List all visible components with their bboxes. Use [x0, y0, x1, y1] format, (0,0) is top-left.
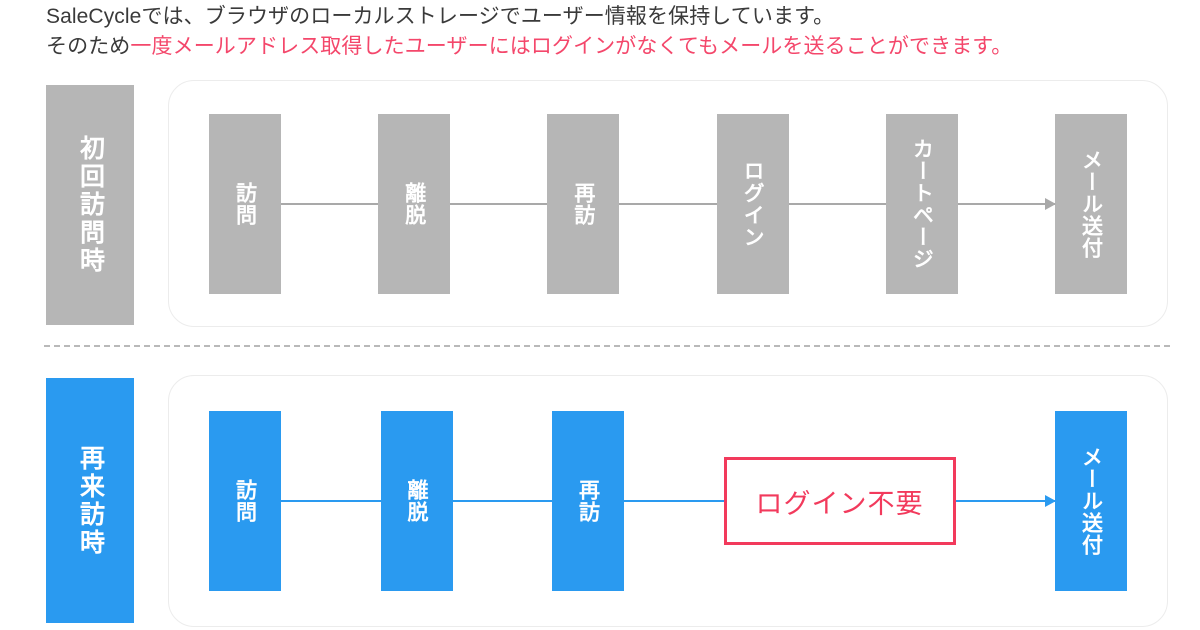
connector-line: [955, 500, 1055, 502]
connector-line: [452, 500, 552, 502]
callout-no-login-required-text: ログイン不要: [755, 488, 924, 519]
flow-steps-return-visit: 訪問 離脱 再訪 ログイン不要 メール送付: [209, 411, 1127, 591]
connector-revisit-to-callout: [624, 500, 724, 502]
connector-exit-to-revisit-return: [452, 500, 552, 502]
connector-line: [281, 500, 381, 502]
section-divider: [44, 345, 1170, 347]
row-label-first-visit-text: 初回訪問時: [76, 135, 105, 275]
connector-line: [624, 500, 724, 502]
header-line-1-text: SaleCycleでは、ブラウザのローカルストレージでユーザー情報を保持していま…: [46, 5, 835, 28]
connector-line: [619, 202, 717, 205]
connector-line: [281, 202, 379, 205]
connector-line: [450, 202, 548, 205]
step-box-cart-page: カートページ: [885, 113, 958, 294]
step-label-cart-page: カートページ: [910, 137, 934, 270]
step-label-visit: 訪問: [233, 181, 257, 226]
flow-row-return-visit: 再来訪時 訪問 離脱 再訪 ログイン不要 メー: [0, 375, 1200, 630]
header-line-2: そのため一度メールアドレス取得したユーザーにはログインがなくてもメールを送ること…: [46, 32, 1146, 62]
step-box-revisit: 再訪: [547, 113, 620, 294]
flow-panel-return-visit: 訪問 離脱 再訪 ログイン不要 メール送付: [168, 375, 1168, 627]
header-line-1: SaleCycleでは、ブラウザのローカルストレージでユーザー情報を保持していま…: [46, 2, 1146, 32]
step-box-login: ログイン: [716, 113, 789, 294]
step-box-visit-return: 訪問: [209, 411, 281, 591]
connector-line: [957, 202, 1056, 205]
step-label-mail-send: メール送付: [1079, 148, 1103, 259]
step-box-revisit-return: 再訪: [552, 411, 624, 591]
connector-callout-to-mail-arrow: [955, 495, 1056, 507]
connector-visit-to-exit-return: [281, 500, 381, 502]
arrowhead-icon: [1045, 495, 1056, 507]
connector-exit-to-revisit: [450, 202, 548, 205]
step-label-revisit-return: 再訪: [576, 479, 600, 523]
flow-row-first-visit: 初回訪問時 訪問 離脱 再訪 ログイン カートページ: [0, 80, 1200, 330]
step-label-login: ログイン: [741, 159, 765, 248]
header-line-2-highlight: 一度メールアドレス取得したユーザーにはログインがなくてもメールを送ることができま…: [130, 35, 1013, 58]
row-label-first-visit: 初回訪問時: [46, 85, 134, 325]
step-label-visit-return: 訪問: [233, 479, 257, 523]
flow-steps-first-visit: 訪問 離脱 再訪 ログイン カートページ: [209, 113, 1128, 294]
step-label-mail-send-return: メール送付: [1079, 446, 1103, 556]
header-line-2-prefix: そのため: [46, 35, 131, 58]
step-box-visit: 訪問: [209, 113, 281, 294]
step-label-revisit: 再訪: [571, 181, 595, 226]
callout-no-login-required: ログイン不要: [723, 457, 956, 545]
step-box-exit: 離脱: [378, 113, 451, 294]
step-box-mail-send-return: メール送付: [1055, 411, 1127, 591]
arrowhead-icon: [1045, 197, 1057, 210]
row-label-return-visit: 再来訪時: [46, 378, 134, 623]
connector-revisit-to-login: [619, 202, 717, 205]
connector-login-to-cart: [788, 202, 886, 205]
flow-panel-first-visit: 訪問 離脱 再訪 ログイン カートページ: [168, 80, 1168, 327]
step-box-mail-send: メール送付: [1055, 113, 1128, 294]
step-label-exit: 離脱: [402, 181, 426, 226]
header-text: SaleCycleでは、ブラウザのローカルストレージでユーザー情報を保持していま…: [46, 2, 1146, 62]
row-label-return-visit-text: 再来訪時: [76, 444, 105, 557]
step-box-exit-return: 離脱: [380, 411, 453, 591]
connector-cart-to-mail-arrow: [957, 197, 1057, 210]
connector-visit-to-exit: [281, 202, 379, 205]
step-label-exit-return: 離脱: [405, 479, 428, 523]
connector-line: [788, 202, 886, 205]
